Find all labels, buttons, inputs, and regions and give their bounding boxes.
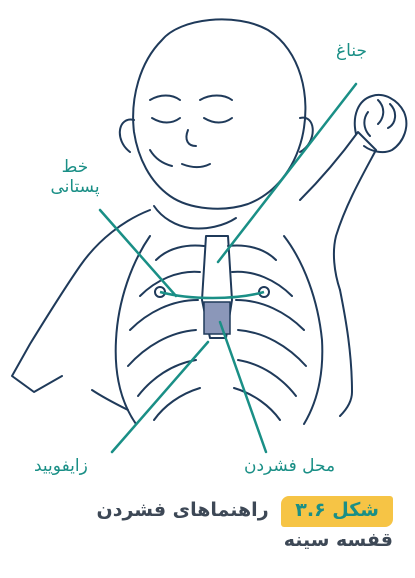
mouth	[182, 164, 210, 167]
rib-5-r	[238, 360, 296, 396]
figure-caption: شکل ۳.۶ راهنماهای فشردن قفسه سینه	[13, 496, 393, 554]
rib-3-r	[236, 300, 304, 330]
rib-6-r	[234, 388, 280, 420]
eye-right	[204, 118, 232, 123]
rib-3	[130, 300, 198, 330]
label-compression-site: محل فشردن	[244, 457, 335, 477]
label-nipple-line-2: پستانی	[30, 178, 120, 198]
raised-arm	[300, 132, 376, 290]
compression-area	[204, 302, 230, 334]
caption-title-line1: راهنماهای فشردن	[96, 499, 268, 521]
rib-1-r	[228, 246, 276, 260]
cheek-crease	[150, 150, 172, 166]
fist-fingers	[364, 100, 395, 136]
rib-4	[128, 330, 196, 366]
rib-4-r	[238, 330, 306, 366]
infant-head	[133, 19, 305, 208]
rib-2	[140, 272, 200, 296]
infant-ear	[120, 120, 134, 152]
rib-outline	[116, 236, 150, 424]
caption-title-line2: قفسه سینه	[284, 529, 393, 551]
body-right	[340, 290, 352, 416]
eyebrow-left	[150, 96, 180, 101]
rib-1	[156, 246, 204, 260]
figure-number-badge: شکل ۳.۶	[281, 496, 393, 527]
eye-left	[152, 118, 180, 123]
rib-6	[154, 388, 200, 420]
nose	[186, 130, 196, 146]
leader-zayfoid	[112, 342, 208, 452]
label-nipple-line-1: خط	[30, 158, 120, 178]
label-sternum: جناغ	[336, 42, 367, 62]
eyebrow-right	[200, 96, 232, 101]
leader-mahal	[220, 322, 266, 452]
label-xiphoid: زایفویید	[34, 457, 88, 477]
label-nipple-line: خط پستانی	[30, 158, 120, 197]
